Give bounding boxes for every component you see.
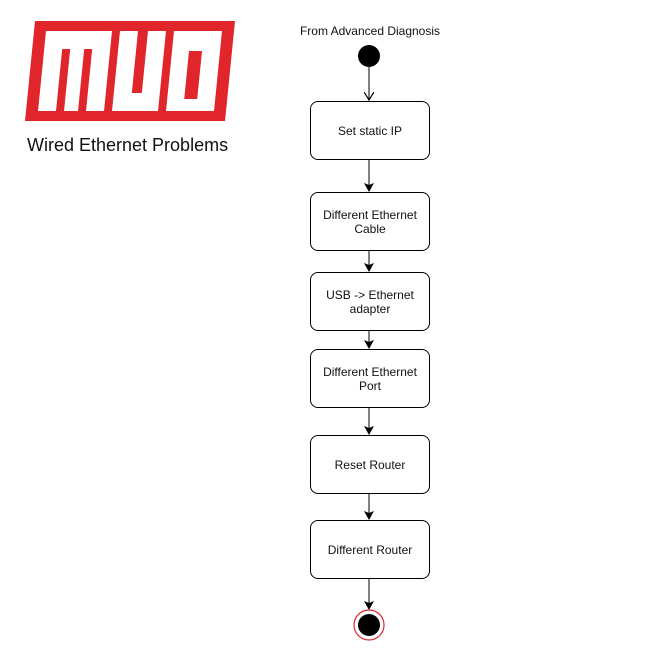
diagram-title: Wired Ethernet Problems [27,135,229,155]
start-node [358,45,380,67]
start-label: From Advanced Diagnosis [299,24,441,38]
muo-logo [25,21,235,121]
step-different-ethernet-port: Different Ethernet Port [310,349,430,408]
step-different-router: Different Router [310,520,430,579]
step-set-static-ip: Set static IP [310,101,430,160]
step-different-ethernet-cable: Different Ethernet Cable [310,192,430,251]
step-reset-router: Reset Router [310,435,430,494]
step-usb-ethernet-adapter: USB -> Ethernet adapter [310,272,430,331]
